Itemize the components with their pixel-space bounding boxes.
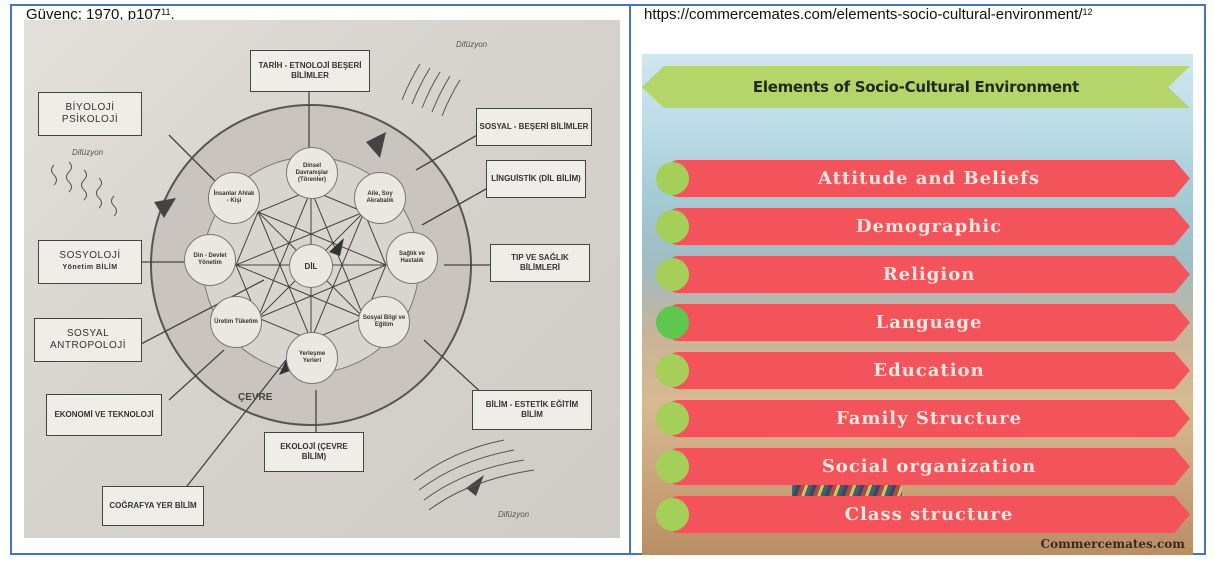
- bubble-yerlesme: Yerleşme Yerleri: [286, 332, 338, 384]
- box-biyoloji: BİYOLOJİ PSİKOLOJİ: [38, 92, 142, 136]
- infographic-banner: Elements of Socio-Cultural Environment: [642, 66, 1190, 108]
- left-footnote-ref[interactable]: 11: [161, 7, 171, 17]
- bullet-dot: [656, 402, 689, 435]
- element-row: Language: [656, 304, 1190, 341]
- element-row: Social organization: [656, 448, 1190, 485]
- bullet-dot: [656, 258, 689, 291]
- box-ekoloji: EKOLOJİ (ÇEVRE BİLİM): [264, 432, 364, 472]
- cell-divider: [629, 6, 631, 553]
- culture-diagram-photo: Dinsel Davranışlar (Törenler) Aile, Soy …: [24, 20, 620, 538]
- bubble-insanlar: İnsanlar Ahlak - Kişi: [208, 172, 260, 224]
- bubble-dil-center: DİL: [289, 244, 333, 288]
- figure-table: Güvenç; 1970, p10711. https://commercema…: [10, 4, 1206, 555]
- bullet-dot: [656, 450, 689, 483]
- box-tip-saglik: TIP VE SAĞLIK BİLİMLERİ: [490, 244, 590, 282]
- socio-cultural-infographic: Elements of Socio-Cultural Environment A…: [642, 54, 1193, 555]
- bullet-dot: [656, 306, 689, 339]
- right-footnote-ref[interactable]: 12: [1082, 7, 1093, 17]
- box-ekonomi: EKONOMİ VE TEKNOLOJİ: [46, 394, 162, 436]
- bubble-uretim: Üretim Tüketim: [210, 296, 262, 348]
- bubble-sosyal-bilgi: Sosyal Bilgi ve Eğitim: [358, 296, 410, 348]
- box-sosyoloji: SOSYOLOJİ Yönetim BİLİM: [38, 240, 142, 284]
- right-caption: https://commercemates.com/elements-socio…: [644, 6, 1204, 23]
- bullet-dot: [656, 162, 689, 195]
- banner-title: Elements of Socio-Cultural Environment: [752, 78, 1080, 96]
- bubble-dinsel: Dinsel Davranışlar (Törenler): [286, 147, 338, 199]
- watermark: Commercemates.com: [1040, 537, 1185, 551]
- element-row: Demographic: [656, 208, 1190, 245]
- element-pill: Social organization: [668, 448, 1190, 485]
- element-pill: Attitude and Beliefs: [668, 160, 1190, 197]
- difuzyon-label-left: Difüzyon: [72, 148, 104, 157]
- bubble-aile: Aile, Soy Akrabalık: [354, 172, 406, 224]
- box-cografya: COĞRAFYA YER BİLİM: [102, 486, 204, 526]
- bullet-dot: [656, 210, 689, 243]
- element-pill: Demographic: [668, 208, 1190, 245]
- element-row: Family Structure: [656, 400, 1190, 437]
- bubble-saglik: Sağlık ve Hastalık: [386, 232, 438, 284]
- box-tarih-etnoloji: TARİH - ETNOLOJİ BEŞERİ BİLİMLER: [250, 50, 370, 92]
- element-pill: Class structure: [668, 496, 1190, 533]
- element-row: Class structure: [656, 496, 1190, 533]
- element-pill: Religion: [668, 256, 1190, 293]
- element-pill: Family Structure: [668, 400, 1190, 437]
- element-row: Religion: [656, 256, 1190, 293]
- difuzyon-label-bottom: Difüzyon: [498, 510, 530, 519]
- element-row: Education: [656, 352, 1190, 389]
- difuzyon-label-top: Difüzyon: [456, 40, 488, 49]
- box-bilim-estetik: BİLİM - ESTETİK EĞİTİM BİLİM: [472, 390, 592, 430]
- element-row: Attitude and Beliefs: [656, 160, 1190, 197]
- cevre-label: ÇEVRE: [238, 392, 273, 403]
- bubble-din-devlet: Din - Devlet Yönetim: [184, 234, 236, 286]
- box-linguistik: LİNGUİSTİK (DİL BİLİM): [486, 160, 586, 198]
- box-sosyal-antropoloji: SOSYAL ANTROPOLOJİ: [34, 318, 142, 362]
- box-sosyal-beseri: SOSYAL - BEŞERİ BİLİMLER: [476, 108, 592, 146]
- left-caption: Güvenç; 1970, p10711.: [26, 6, 175, 23]
- bullet-dot: [656, 354, 689, 387]
- element-pill: Education: [668, 352, 1190, 389]
- source-link[interactable]: https://commercemates.com/elements-socio…: [644, 6, 1083, 23]
- bullet-dot: [656, 498, 689, 531]
- element-pill: Language: [668, 304, 1190, 341]
